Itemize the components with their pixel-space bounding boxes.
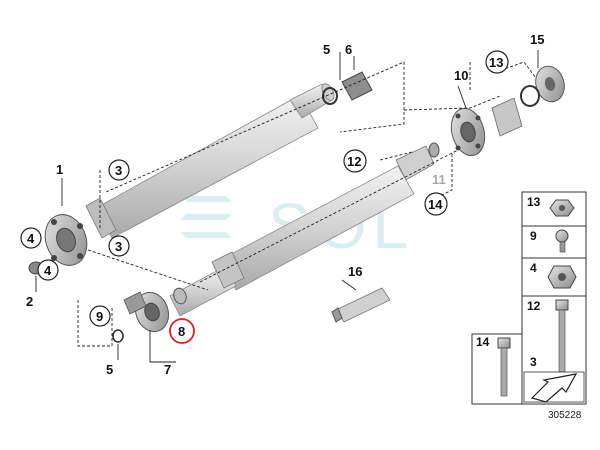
- svg-text:9: 9: [96, 309, 103, 324]
- svg-text:4: 4: [44, 263, 52, 278]
- legend-13: 13: [527, 195, 541, 209]
- legend-9: 9: [530, 229, 537, 243]
- svg-text:3: 3: [115, 163, 122, 178]
- callout-16: 16: [348, 264, 362, 279]
- svg-text:2: 2: [26, 294, 33, 309]
- front-propeller-shaft: [85, 83, 335, 239]
- callout-1: 1: [56, 162, 63, 177]
- callout-6: 6: [345, 42, 352, 57]
- legend-14: 14: [476, 335, 490, 349]
- callout-10: 10: [454, 68, 468, 83]
- center-support-bearing: [123, 287, 187, 333]
- callout-4-upper: 4: [20, 227, 42, 249]
- callout-3-lower: 3: [108, 235, 130, 257]
- callout-2: 2: [26, 294, 33, 309]
- callout-13: 13: [485, 50, 509, 74]
- callout-9: 9: [89, 305, 111, 327]
- svg-text:6: 6: [345, 42, 352, 57]
- callout-4-lower: 4: [37, 259, 59, 281]
- callout-7: 7: [164, 362, 171, 377]
- callout-14: 14: [424, 192, 448, 216]
- legend-4: 4: [530, 261, 537, 275]
- svg-text:305228: 305228: [548, 410, 582, 421]
- svg-text:10: 10: [454, 68, 468, 83]
- output-flange: [520, 65, 565, 107]
- svg-text:16: 16: [348, 264, 362, 279]
- svg-text:3: 3: [115, 239, 122, 254]
- callout-3-upper: 3: [108, 159, 130, 181]
- figure-number: 305228: [548, 410, 582, 421]
- svg-text:5: 5: [106, 362, 113, 377]
- svg-text:14: 14: [428, 197, 443, 212]
- svg-text:7: 7: [164, 362, 171, 377]
- flex-disc-joint-front: [44, 214, 88, 266]
- svg-text:13: 13: [489, 55, 503, 70]
- assembly-lines: [35, 50, 539, 363]
- fastener-legend: 13 9 4 12 3 14: [471, 191, 587, 405]
- callout-12: 12: [343, 149, 367, 173]
- svg-text:15: 15: [530, 32, 544, 47]
- svg-text:5: 5: [323, 42, 330, 57]
- svg-text:12: 12: [347, 154, 361, 169]
- callout-11: 11: [432, 172, 446, 187]
- callout-5-top: 5: [323, 42, 330, 57]
- flex-disc-joint-rear: [450, 97, 523, 157]
- callout-8-highlighted: 8: [169, 318, 195, 344]
- legend-3: 3: [530, 355, 537, 369]
- callout-15: 15: [530, 32, 544, 47]
- legend-12: 12: [527, 299, 541, 313]
- svg-text:8: 8: [178, 324, 185, 339]
- svg-text:11: 11: [432, 172, 446, 187]
- svg-text:1: 1: [56, 162, 63, 177]
- svg-text:4: 4: [27, 231, 35, 246]
- small-parts: [28, 71, 440, 343]
- callout-5-bottom: 5: [106, 362, 113, 377]
